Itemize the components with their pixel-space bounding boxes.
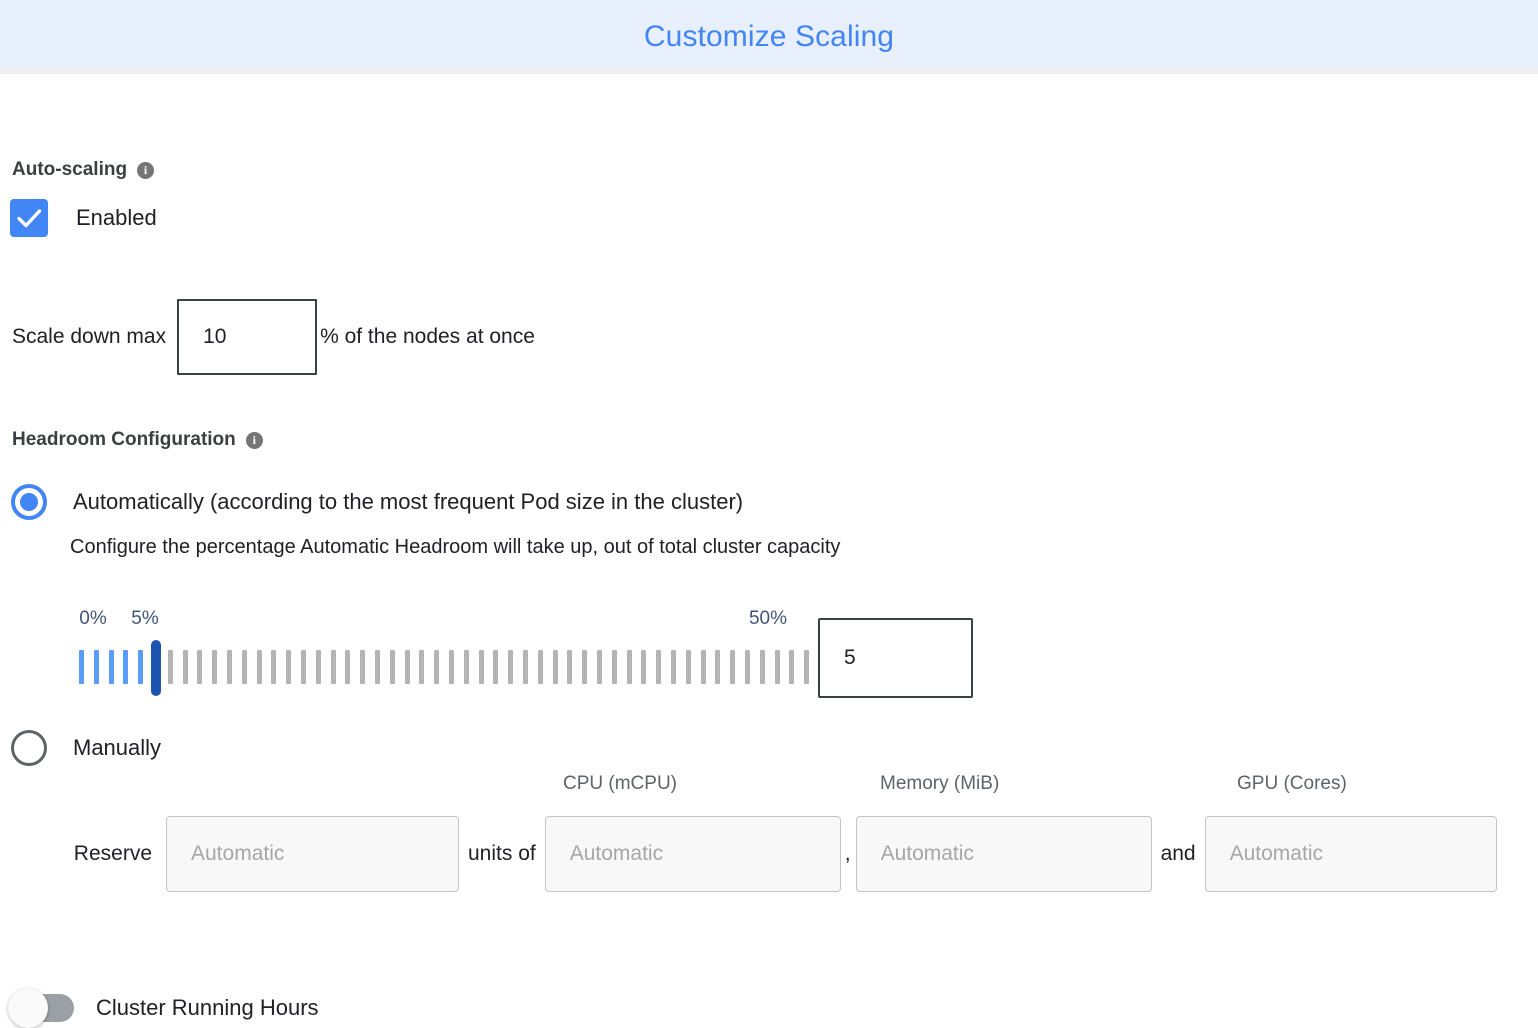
slider-tick[interactable] (227, 650, 232, 684)
slider-tick[interactable] (315, 650, 321, 684)
scale-down-max-input[interactable] (177, 299, 318, 375)
reserve-gpu-input[interactable] (1204, 816, 1497, 892)
column-header-memory: Memory (MiB) (880, 773, 1000, 794)
slider-tick[interactable] (301, 650, 306, 684)
slider-tick[interactable] (685, 650, 691, 684)
auto-scaling-label: Auto-scaling (12, 159, 128, 180)
slider-tick[interactable] (271, 650, 277, 684)
radio-automatic[interactable] (11, 484, 47, 520)
slider-current-label: 5% (131, 608, 159, 629)
slider-tick[interactable] (79, 650, 84, 684)
slider-tick[interactable] (597, 650, 602, 684)
slider-max-label: 50% (748, 608, 788, 629)
radio-manually[interactable] (11, 730, 47, 766)
slider-tick[interactable] (700, 650, 706, 684)
slider-tick[interactable] (375, 650, 380, 684)
slider-tick[interactable] (626, 650, 632, 684)
reserve-memory-input[interactable] (855, 816, 1152, 892)
slider-tick[interactable] (212, 650, 218, 684)
column-header-gpu: GPU (Cores) (1237, 773, 1347, 794)
slider-tick[interactable] (730, 650, 736, 684)
slider-tick[interactable] (123, 650, 129, 684)
slider-tick[interactable] (537, 650, 543, 684)
slider-tick[interactable] (611, 650, 617, 684)
page-title: Customize Scaling (643, 20, 895, 53)
slider-tick[interactable] (508, 650, 514, 684)
slider-tick[interactable] (167, 650, 173, 684)
auto-scaling-section-title: Auto-scaling i (12, 159, 155, 181)
info-icon[interactable]: i (137, 161, 155, 179)
headroom-option-manually[interactable]: Manually (11, 730, 161, 766)
slider-tick[interactable] (286, 650, 292, 684)
slider-tick[interactable] (93, 650, 99, 684)
slider-tick[interactable] (493, 650, 499, 684)
slider-tick[interactable] (552, 650, 558, 684)
cluster-running-hours-label: Cluster Running Hours (96, 995, 319, 1020)
slider-tick[interactable] (434, 650, 440, 684)
slider-tick[interactable] (759, 650, 765, 684)
slider-tick[interactable] (197, 650, 203, 684)
slider-tick[interactable] (330, 650, 336, 684)
headroom-option-automatic[interactable]: Automatically (according to the most fre… (11, 484, 743, 520)
scale-down-max-row: Scale down max % of the nodes at once (12, 299, 535, 375)
slider-tick[interactable] (419, 650, 425, 684)
slider-tick[interactable] (241, 650, 247, 684)
slider-tick[interactable] (182, 650, 188, 684)
and-label: and (1160, 842, 1196, 865)
slider-tick[interactable] (108, 650, 114, 684)
scale-down-max-label: Scale down max (12, 325, 167, 348)
slider-tick[interactable] (404, 650, 410, 684)
reserve-cpu-input[interactable] (544, 816, 841, 892)
slider-tick[interactable] (582, 650, 588, 684)
slider-thumb[interactable] (151, 640, 161, 696)
slider-min-label: 0% (79, 608, 107, 629)
headroom-section-title: Headroom Configuration i (12, 429, 263, 451)
slider-tick[interactable] (567, 650, 573, 684)
reserve-row: Reserve units of , and (0, 816, 1497, 892)
units-of-label: units of (468, 842, 536, 865)
radio-manually-label: Manually (73, 735, 162, 760)
cluster-running-hours-row[interactable]: Cluster Running Hours (8, 988, 319, 1028)
slider-tick[interactable] (789, 650, 795, 684)
slider-track[interactable] (0, 640, 820, 696)
enabled-label: Enabled (76, 205, 157, 230)
cluster-running-hours-toggle[interactable] (8, 988, 74, 1028)
headroom-percentage-input[interactable] (818, 618, 973, 698)
slider-tick[interactable] (256, 650, 262, 684)
slider-tick[interactable] (774, 650, 780, 684)
slider-tick[interactable] (360, 650, 366, 684)
info-icon[interactable]: i (245, 431, 263, 449)
dialog-header: Customize Scaling (0, 0, 1538, 74)
comma-separator: , (844, 842, 851, 865)
bottom-divider (0, 67, 1538, 74)
radio-automatic-label: Automatically (according to the most fre… (73, 489, 744, 514)
headroom-percentage-slider[interactable]: 0% 5% 50% (0, 604, 1000, 714)
slider-tick[interactable] (671, 650, 676, 684)
slider-tick[interactable] (656, 650, 662, 684)
headroom-label: Headroom Configuration (12, 429, 236, 450)
enabled-checkbox[interactable] (10, 199, 48, 237)
reserve-label: Reserve (73, 842, 152, 865)
slider-tick[interactable] (389, 650, 395, 684)
column-header-cpu: CPU (mCPU) (563, 773, 677, 794)
slider-tick[interactable] (138, 650, 144, 684)
slider-tick[interactable] (715, 650, 721, 684)
auto-scaling-enabled-row[interactable]: Enabled (10, 199, 157, 237)
slider-tick[interactable] (345, 650, 351, 684)
slider-labels: 0% 5% 50% (0, 604, 1000, 632)
slider-tick[interactable] (449, 650, 454, 684)
slider-tick[interactable] (478, 650, 484, 684)
reserve-units-input[interactable] (166, 816, 459, 892)
slider-tick[interactable] (641, 650, 647, 684)
slider-tick[interactable] (463, 650, 469, 684)
slider-tick[interactable] (523, 650, 528, 684)
toggle-knob (8, 988, 48, 1028)
slider-tick[interactable] (804, 650, 810, 684)
scale-down-max-suffix: % of the nodes at once (320, 325, 535, 348)
slider-tick[interactable] (745, 650, 750, 684)
headroom-automatic-description: Configure the percentage Automatic Headr… (70, 536, 841, 558)
